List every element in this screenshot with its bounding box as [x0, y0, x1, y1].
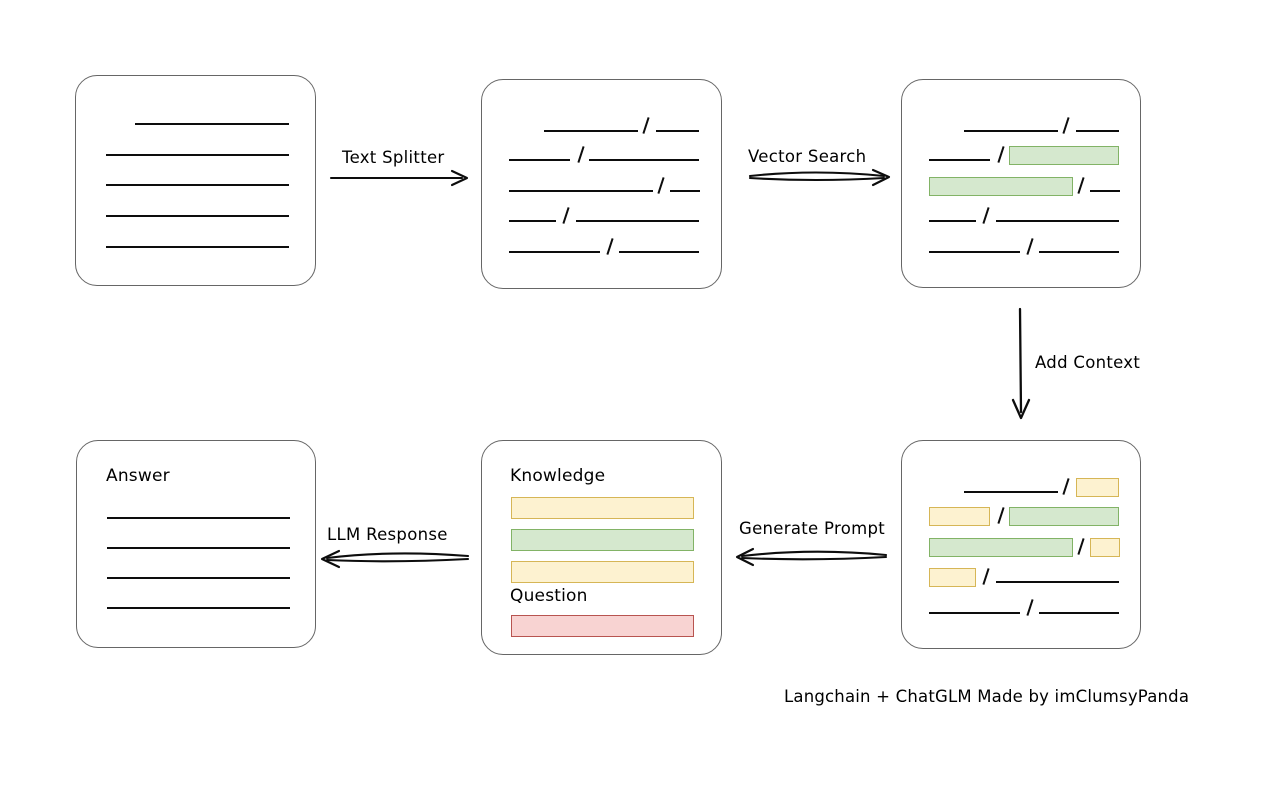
text-line: [996, 220, 1119, 222]
knowledge-chip: [511, 561, 694, 583]
split-slash: [657, 177, 665, 194]
text-line: [107, 577, 290, 579]
context-highlight: [929, 538, 1073, 557]
split-slash: [1077, 538, 1085, 555]
arrow-llm-response: [320, 549, 470, 569]
text-line: [107, 547, 290, 549]
answer-label: Answer: [106, 466, 170, 486]
text-line: [964, 130, 1058, 132]
matched-highlight: [929, 177, 1073, 196]
edge-label-vector-search: Vector Search: [748, 147, 867, 166]
split-slash: [1062, 117, 1070, 134]
text-line: [509, 159, 570, 161]
context-highlight: [929, 568, 976, 587]
arrow-generate-prompt: [735, 547, 888, 567]
text-line: [929, 612, 1020, 614]
node-matched-document[interactable]: [901, 79, 1141, 288]
edge-label-llm-response: LLM Response: [327, 525, 448, 544]
text-line: [106, 184, 289, 186]
text-line: [1039, 612, 1119, 614]
text-line: [106, 246, 289, 248]
split-slash: [1062, 478, 1070, 495]
node-answer[interactable]: Answer: [76, 440, 316, 648]
text-line: [509, 190, 653, 192]
split-slash: [577, 146, 585, 163]
text-line: [107, 517, 290, 519]
split-slash: [1026, 238, 1034, 255]
text-line: [1039, 251, 1119, 253]
split-slash: [997, 146, 1005, 163]
split-slash: [642, 117, 650, 134]
node-prompt[interactable]: Knowledge Question: [481, 440, 722, 655]
text-line: [964, 491, 1058, 493]
edge-label-add-context: Add Context: [1035, 353, 1141, 372]
node-source-document[interactable]: [75, 75, 316, 286]
edge-label-text-splitter: Text Splitter: [342, 148, 445, 167]
text-line: [544, 130, 638, 132]
context-highlight: [1076, 478, 1119, 497]
arrow-vector-search: [748, 168, 891, 187]
text-line: [106, 154, 289, 156]
arrow-add-context: [1011, 307, 1031, 420]
credit-text: Langchain + ChatGLM Made by imClumsyPand…: [784, 687, 1190, 706]
matched-highlight: [1009, 146, 1119, 165]
split-slash: [562, 207, 570, 224]
text-line: [929, 220, 976, 222]
text-line: [1076, 130, 1119, 132]
text-line: [509, 251, 600, 253]
text-line: [106, 215, 289, 217]
text-line: [670, 190, 700, 192]
text-line: [576, 220, 699, 222]
knowledge-chip: [511, 497, 694, 519]
node-context-document[interactable]: [901, 440, 1141, 649]
split-slash: [1026, 599, 1034, 616]
context-highlight: [1090, 538, 1120, 557]
node-split-document[interactable]: [481, 79, 722, 289]
context-highlight: [929, 507, 990, 526]
arrow-text-splitter: [329, 169, 469, 187]
knowledge-chip: [511, 529, 694, 551]
text-line: [929, 251, 1020, 253]
split-slash: [982, 207, 990, 224]
text-line: [509, 220, 556, 222]
split-slash: [982, 568, 990, 585]
text-line: [589, 159, 699, 161]
split-slash: [997, 507, 1005, 524]
text-line: [619, 251, 699, 253]
split-slash: [606, 238, 614, 255]
knowledge-label: Knowledge: [510, 466, 606, 486]
text-line: [656, 130, 699, 132]
text-line: [135, 123, 289, 125]
text-line: [929, 159, 990, 161]
question-chip: [511, 615, 694, 637]
text-line: [107, 607, 290, 609]
split-slash: [1077, 177, 1085, 194]
text-line: [996, 581, 1119, 583]
question-label: Question: [510, 586, 588, 606]
edge-label-generate-prompt: Generate Prompt: [739, 519, 885, 538]
text-line: [1090, 190, 1120, 192]
context-highlight: [1009, 507, 1119, 526]
